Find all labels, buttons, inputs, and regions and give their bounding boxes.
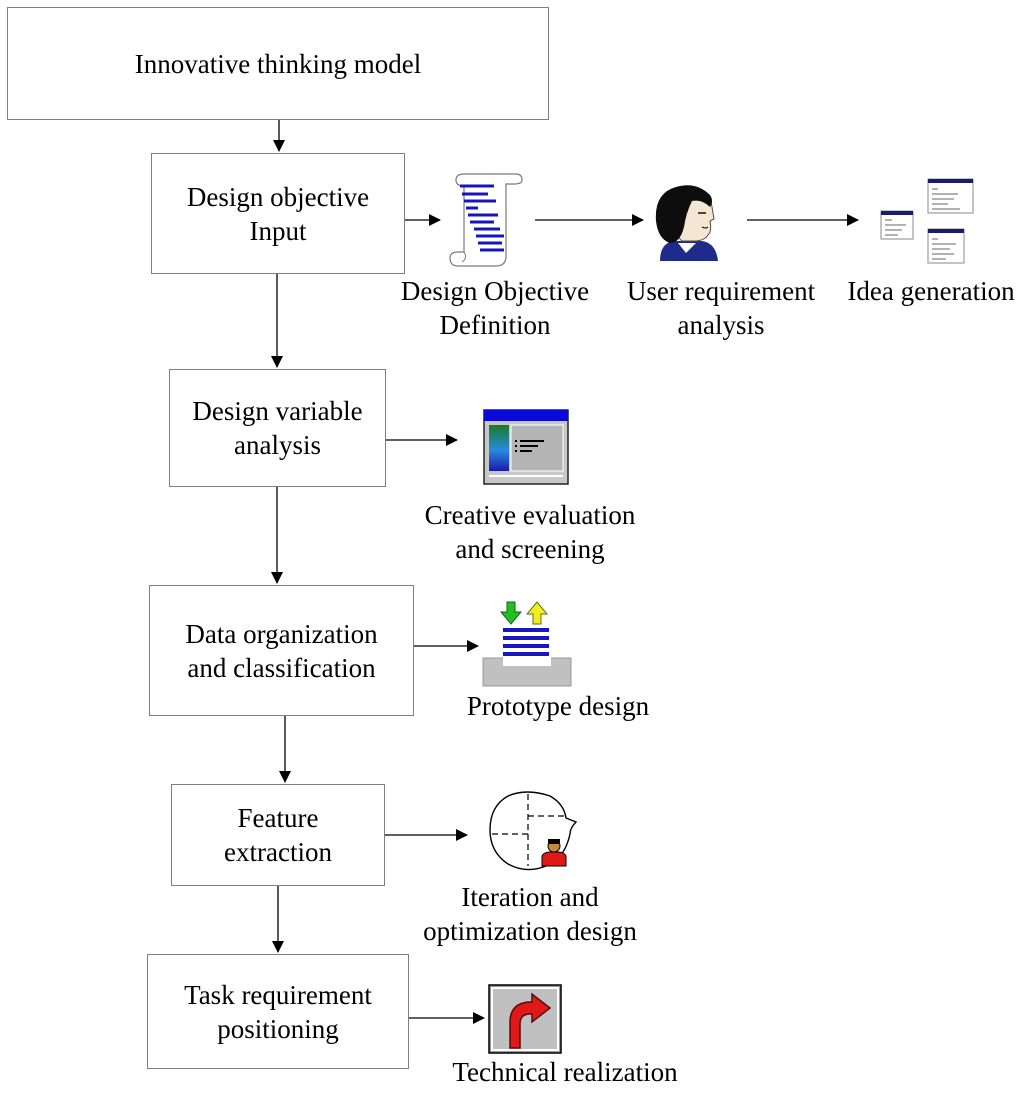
data-organization-box: Data organization and classification (149, 585, 414, 716)
caption-line1: User requirement (626, 276, 816, 306)
curved-arrow-button-icon (488, 984, 562, 1054)
idea-generation-caption: Idea generation (834, 274, 1028, 308)
caption-line1: Idea generation (847, 276, 1015, 306)
caption-line2: and screening (455, 534, 605, 564)
caption-line2: optimization design (423, 916, 637, 946)
linked-tables-icon (880, 178, 974, 264)
head-with-person-icon (489, 791, 578, 871)
technical-realization-caption: Technical realization (428, 1055, 702, 1089)
caption-line2: analysis (677, 310, 765, 340)
step-label-line2: Input (249, 215, 307, 246)
design-objective-input-box: Design objective Input (151, 153, 405, 274)
feature-extraction-box: Feature extraction (171, 784, 385, 886)
design-objective-definition-caption: Design Objective Definition (388, 274, 602, 342)
step-label-line1: Design variable (192, 396, 363, 426)
user-head-icon (655, 185, 718, 261)
step-label-line1: Feature (237, 803, 319, 833)
caption-line1: Iteration and (461, 882, 599, 912)
caption-line1: Technical realization (452, 1057, 678, 1087)
step-label-line2: positioning (217, 1013, 339, 1044)
innovative-thinking-model-label: Innovative thinking model (134, 48, 422, 79)
step-label-line2: analysis (234, 430, 321, 460)
user-requirement-analysis-caption: User requirement analysis (612, 274, 830, 342)
caption-line1: Prototype design (466, 691, 650, 721)
design-variable-analysis-box: Design variable analysis (169, 369, 386, 487)
iteration-optimization-caption: Iteration and optimization design (405, 880, 655, 948)
window-panel-icon (483, 409, 569, 485)
step-label-line2: and classification (187, 652, 376, 683)
caption-line1: Design Objective (400, 276, 590, 306)
step-label-line1: Design objective (186, 181, 370, 212)
step-label-line1: Data organization (185, 618, 378, 649)
caption-line2: Definition (439, 310, 551, 340)
task-requirement-box: Task requirement positioning (147, 954, 409, 1069)
innovative-thinking-model-box: Innovative thinking model (7, 7, 549, 120)
step-label-line1: Task requirement (184, 979, 372, 1010)
step-label-line2: extraction (224, 837, 332, 867)
stack-transfer-icon (482, 601, 572, 687)
caption-line1: Creative evaluation (424, 500, 636, 530)
prototype-design-caption: Prototype design (448, 689, 668, 723)
scroll-document-icon (449, 173, 523, 267)
creative-evaluation-caption: Creative evaluation and screening (405, 498, 655, 566)
